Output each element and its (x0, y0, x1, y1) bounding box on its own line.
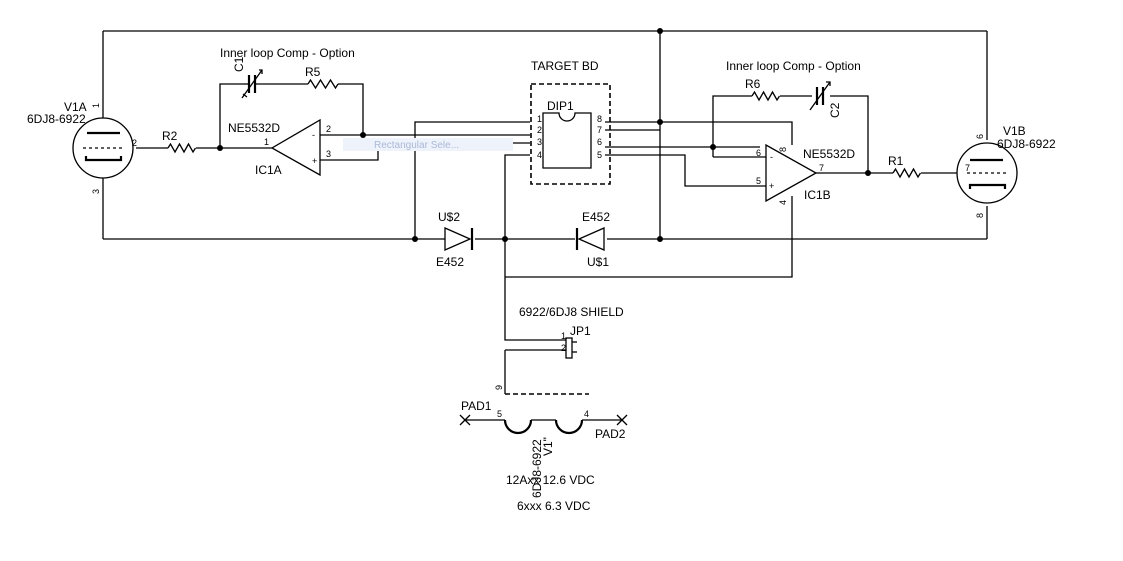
dip-pin-5: 5 (597, 150, 602, 160)
tube-v1b[interactable]: V1B 6DJ8-6922 6 7 8 (956, 124, 1056, 218)
ic1b-pin-7: 7 (819, 163, 824, 173)
r5-ref: R5 (305, 65, 321, 79)
v1a-ref: V1A (64, 100, 87, 114)
tube-v1a[interactable]: V1A 6DJ8-6922 1 2 3 (27, 100, 137, 194)
v1a-part: 6DJ8-6922 (27, 112, 86, 126)
ic1b-plus-sign: + (769, 181, 774, 191)
dip-pin-1: 1 (537, 114, 542, 124)
target-label: TARGET BD (531, 59, 599, 73)
heater-pin-4: 4 (584, 409, 589, 419)
heater-note-12v: 12Axx 12.6 VDC (506, 473, 595, 487)
ic1b-pin-8: 8 (778, 147, 788, 152)
c2-ref: C2 (828, 102, 842, 118)
ic1b-ref: IC1B (804, 188, 831, 202)
heater-pin-5: 5 (497, 409, 502, 419)
resistor-r2[interactable]: R2 (162, 129, 197, 154)
v1b-pin-7: 7 (965, 163, 970, 173)
ic1a-pin-1: 1 (264, 137, 269, 147)
heater-ref: V1" (541, 437, 555, 456)
ic1a-part: NE5532D (228, 121, 280, 135)
jp1-ref: JP1 (570, 324, 591, 338)
ic1b-pin-4: 4 (778, 200, 788, 205)
diode-us2[interactable]: U$2 E452 (436, 210, 474, 269)
dip-pin-2: 2 (537, 125, 542, 135)
us1-part: E452 (582, 210, 610, 224)
ic1b-minus-sign: - (770, 152, 773, 162)
r1-ref: R1 (888, 154, 904, 168)
junctions (217, 28, 871, 242)
heater-v1[interactable]: 5 4 PAD1 PAD2 V1" 6DJ8-6922 (459, 399, 628, 498)
ic1a-pin-2: 2 (326, 124, 331, 134)
shield-label: 6922/6DJ8 SHIELD (519, 305, 624, 319)
dip-pin-6: 6 (597, 137, 602, 147)
capacitor-c1[interactable]: C1 (232, 56, 263, 99)
dip1-ref: DIP1 (547, 99, 574, 113)
v1a-pin-3: 3 (91, 189, 101, 194)
dip-pin-4: 4 (537, 150, 542, 160)
c1-ref: C1 (232, 56, 246, 72)
v1a-pin-1: 1 (91, 103, 101, 108)
us2-ref: U$2 (438, 210, 460, 224)
us1-ref: U$1 (587, 255, 609, 269)
heater-note-6v: 6xxx 6.3 VDC (517, 499, 591, 513)
target-board[interactable]: TARGET BD DIP1 1 2 3 4 8 7 6 5 (530, 59, 611, 185)
opamp-ic1a[interactable]: - + 1 2 3 NE5532D IC1A (228, 118, 331, 177)
v1b-ref: V1B (1003, 124, 1026, 138)
pad2-label: PAD2 (595, 427, 626, 441)
resistor-r6[interactable]: R6 (745, 77, 781, 102)
jp1-pin-2: 2 (561, 343, 566, 353)
dip-pin-7: 7 (597, 125, 602, 135)
wires (102, 30, 988, 394)
r2-ref: R2 (162, 129, 178, 143)
v1a-pin-2: 2 (132, 138, 137, 148)
capacitor-c2[interactable]: C2 (809, 81, 842, 118)
v1b-part: 6DJ8-6922 (997, 137, 1056, 151)
dip-pin-8: 8 (597, 114, 602, 124)
selection-ghost-label: Rectangular Sele... (374, 140, 459, 151)
ic1b-part: NE5532D (803, 147, 855, 161)
shield-line: 9 (494, 385, 589, 395)
resistor-r1[interactable]: R1 (888, 154, 922, 179)
comp-note-left: Inner loop Comp - Option (220, 46, 355, 60)
heater-part: 6DJ8-6922 (530, 439, 544, 498)
ic1b-pin-5: 5 (756, 176, 761, 186)
comp-note-right: Inner loop Comp - Option (726, 59, 861, 73)
dip-pin-3: 3 (537, 137, 542, 147)
ic1a-ref: IC1A (255, 163, 282, 177)
ic1a-pin-3: 3 (326, 149, 331, 159)
r6-ref: R6 (745, 77, 761, 91)
ic1a-plus-sign: + (312, 156, 317, 166)
shield-pin-9: 9 (494, 385, 504, 390)
ic1a-minus-sign: - (312, 130, 315, 140)
selection-ghost: Rectangular Sele... (343, 138, 513, 151)
us2-part: E452 (436, 255, 464, 269)
v1b-pin-8: 8 (975, 213, 985, 218)
ic1b-pin-6: 6 (756, 148, 761, 158)
diode-us1[interactable]: E452 U$1 (575, 210, 610, 269)
opamp-ic1b[interactable]: - + 6 5 7 8 4 NE5532D IC1B (756, 143, 855, 205)
v1b-pin-6: 6 (975, 134, 985, 139)
jumper-jp1[interactable]: JP1 1 2 (561, 324, 591, 359)
pad1-label: PAD1 (461, 399, 492, 413)
resistor-r5[interactable]: R5 (305, 65, 339, 90)
jp1-pin-1: 1 (561, 331, 566, 341)
